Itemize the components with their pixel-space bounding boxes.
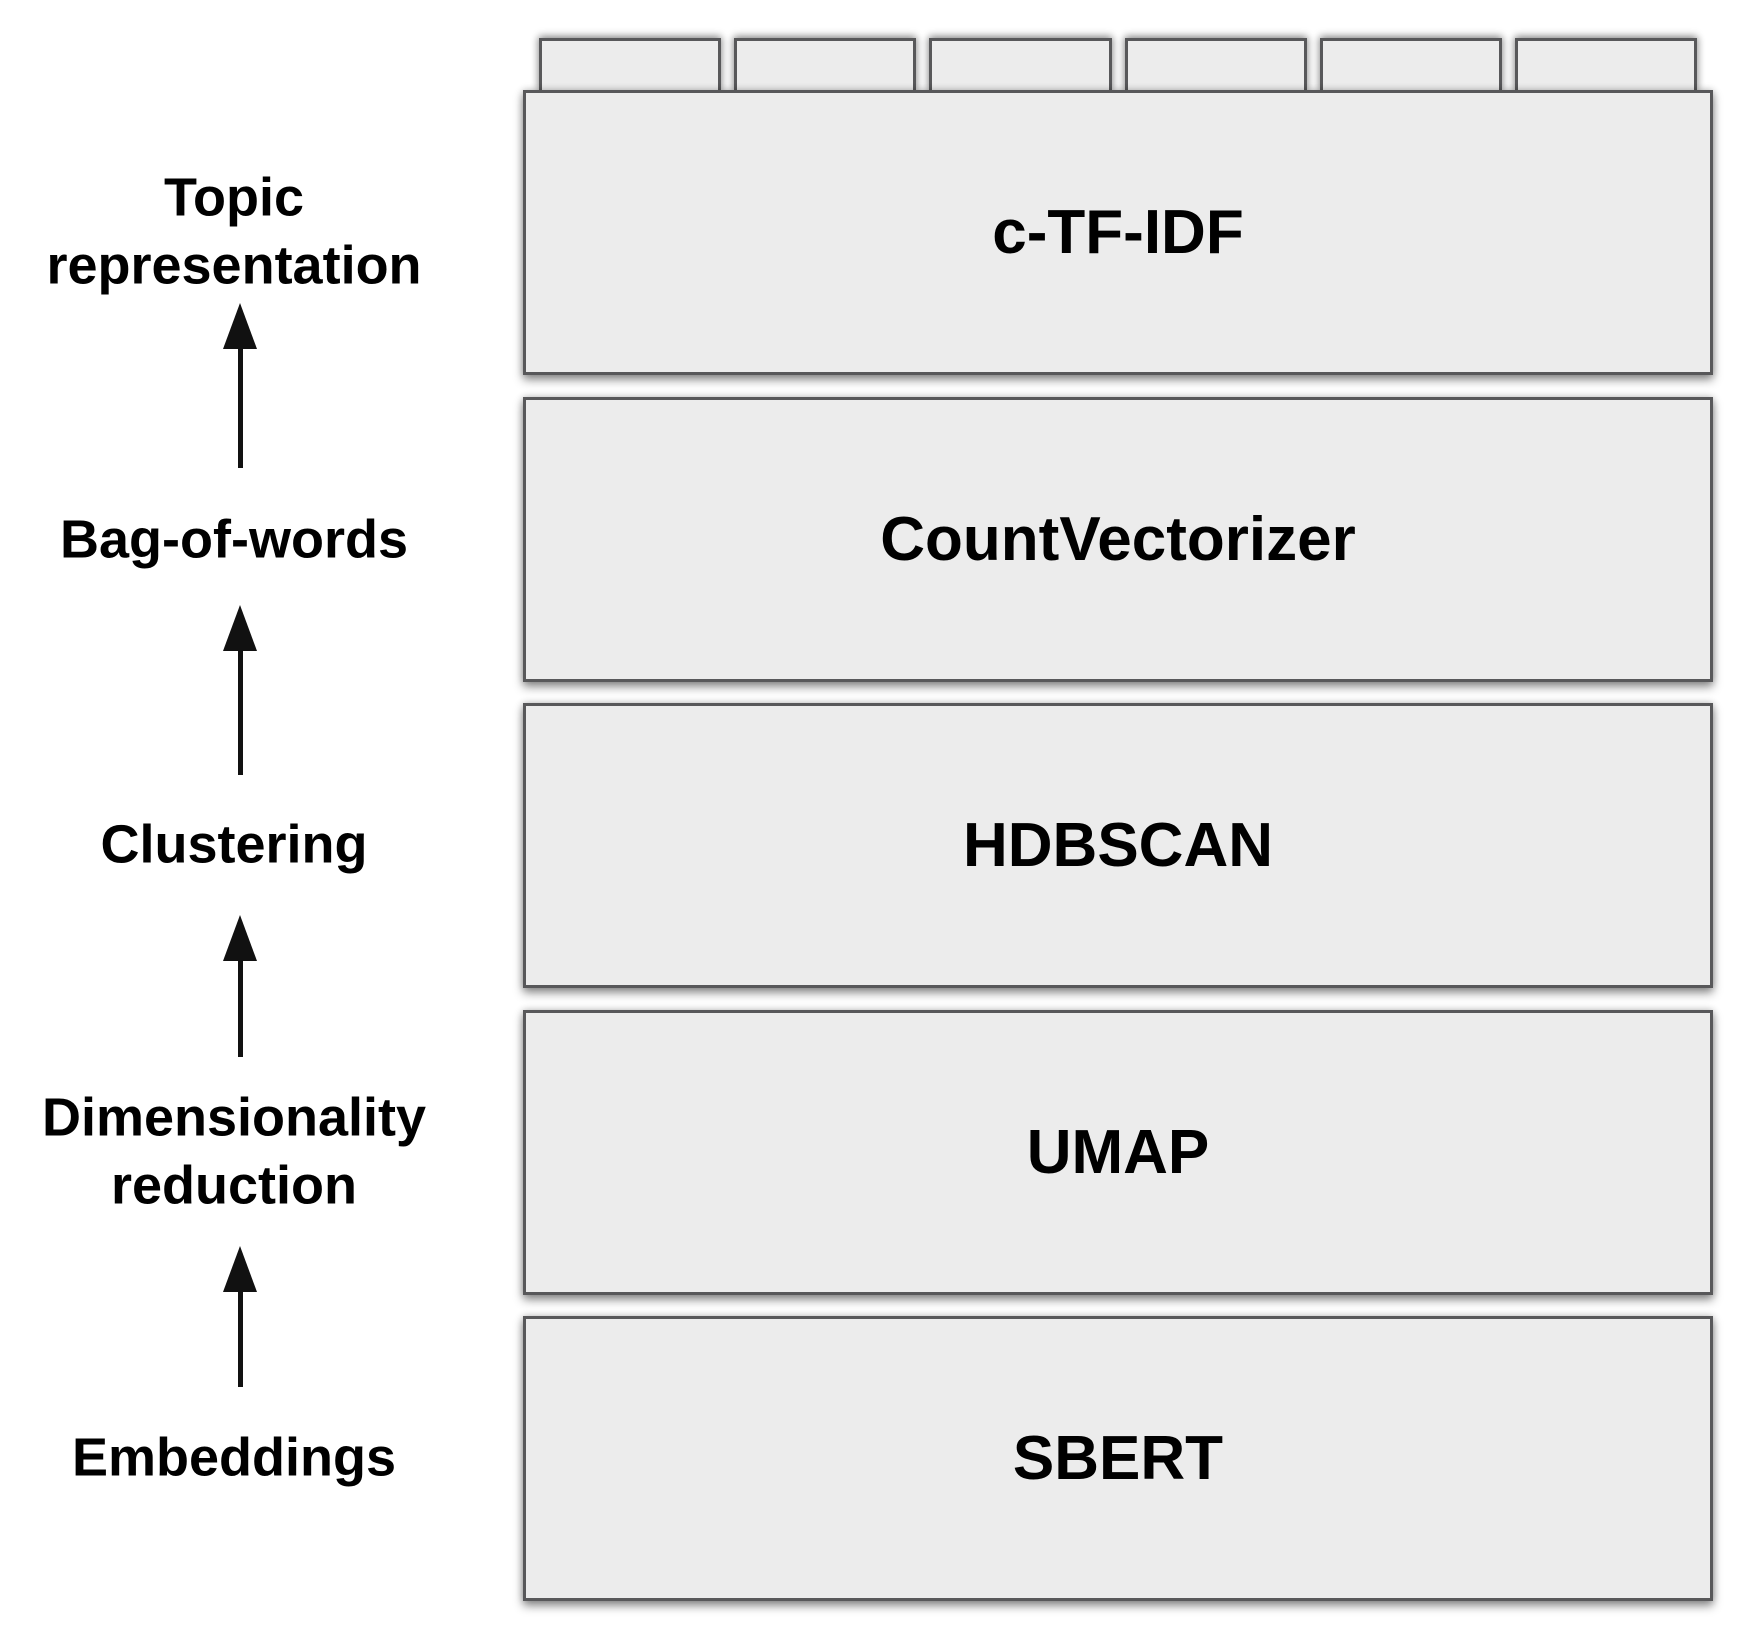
arrow-head: [223, 605, 257, 651]
lego-stud: [1124, 38, 1307, 93]
lego-studs-row: [523, 38, 1713, 93]
block-label: c-TF-IDF: [992, 198, 1244, 267]
arrow-shaft: [237, 349, 243, 468]
arrow-head: [223, 1246, 257, 1292]
block-label: SBERT: [1012, 1424, 1224, 1493]
lego-stud: [734, 38, 917, 93]
up-arrow-icon: [216, 915, 264, 1057]
stage-label-bag-of-words: Bag-of-words: [60, 509, 408, 570]
lego-stud: [929, 38, 1112, 93]
block-hdbscan: HDBSCAN: [523, 703, 1713, 988]
lego-stud: [1514, 38, 1698, 93]
arrow-shaft: [237, 1292, 243, 1387]
stage-label-embeddings: Embeddings: [71, 1427, 397, 1488]
block-countvectorizer: CountVectorizer: [523, 397, 1713, 682]
arrow-head: [223, 303, 257, 349]
stage-label-dimensionality-reduction: Dimensionality reduction: [41, 1087, 427, 1216]
lego-stud: [1319, 38, 1502, 93]
block-sbert: SBERT: [523, 1316, 1713, 1601]
block-umap: UMAP: [523, 1010, 1713, 1295]
arrow-head: [223, 915, 257, 961]
up-arrow-icon: [216, 605, 264, 775]
up-arrow-icon: [216, 303, 264, 468]
stage-label-topic-representation: Topic representation: [46, 167, 422, 296]
arrow-shaft: [237, 961, 243, 1057]
stage-label-clustering: Clustering: [100, 814, 368, 875]
lego-stud: [539, 38, 722, 93]
up-arrow-icon: [216, 1246, 264, 1387]
block-label: HDBSCAN: [963, 811, 1273, 880]
block-c-tf-idf: c-TF-IDF: [523, 90, 1713, 375]
block-label: UMAP: [1026, 1118, 1210, 1187]
block-label: CountVectorizer: [880, 505, 1356, 574]
arrow-shaft: [237, 651, 243, 775]
